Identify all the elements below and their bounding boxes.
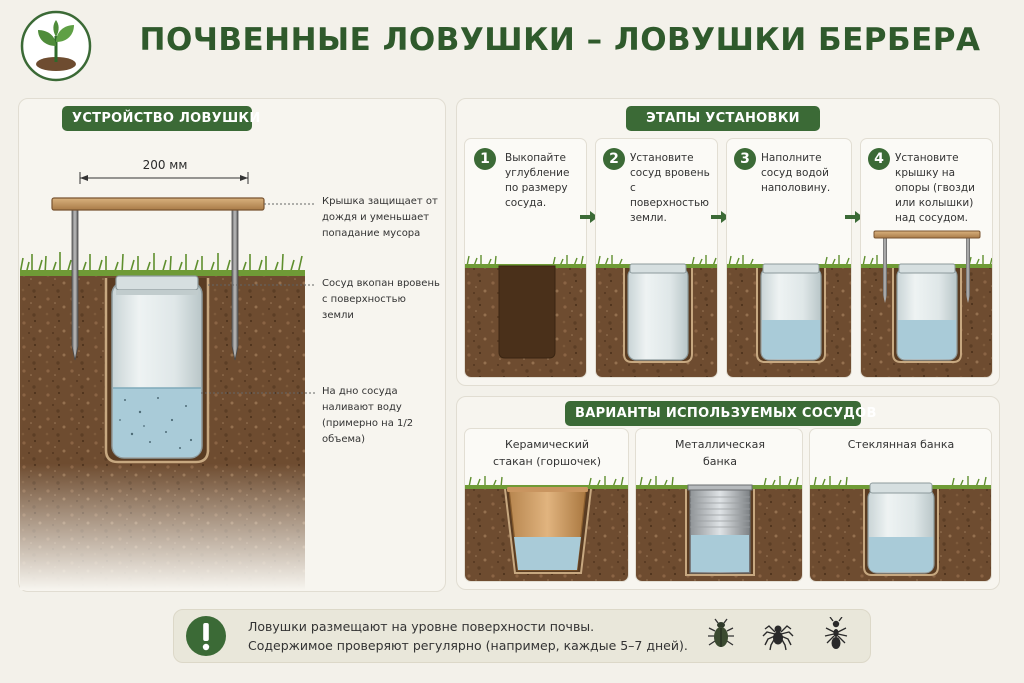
- arrow-right-icon: [580, 211, 598, 223]
- spider-icon: [762, 625, 794, 651]
- variants-title: ВАРИАНТЫ ИСПОЛЬЗУЕМЫХ СОСУДОВ: [565, 401, 876, 426]
- footer-note: [173, 609, 871, 663]
- step-illustration-hole: [465, 255, 586, 377]
- step-number: 4: [868, 148, 890, 170]
- step-text: Установите крышку на опоры (гвозди или к…: [895, 152, 975, 224]
- note-water: На дно сосуда наливают воду (примерно на…: [322, 386, 414, 445]
- ceramic-pot-illustration: [465, 476, 628, 581]
- step-text: Выкопайте углубление по размеру сосуда.: [505, 152, 570, 209]
- device-title: УСТРОЙСТВО ЛОВУШКИ: [62, 106, 260, 131]
- step-number: 2: [603, 148, 625, 170]
- trap-cross-section: [20, 172, 316, 590]
- step-card-4: 4 Установите крышку на опоры (гвозди или…: [860, 138, 993, 378]
- metal-can-illustration: [636, 476, 802, 581]
- step-illustration-vessel: [596, 255, 717, 377]
- plant-logo-icon: [20, 10, 92, 82]
- footer-line-1: Ловушки размещают на уровне поверхности …: [248, 619, 595, 634]
- variant-label: Керамический стакан (горшочек): [492, 438, 602, 468]
- glass-jar-illustration: [810, 476, 991, 581]
- step-text: Установите сосуд вровень с поверхностью …: [630, 152, 710, 224]
- step-card-2: 2 Установите сосуд вровень с поверхность…: [595, 138, 718, 378]
- step-text: Наполните сосуд водой наполовину.: [761, 152, 831, 194]
- step-number: 1: [474, 148, 496, 170]
- note-vessel: Сосуд вкопан вровень с поверхностью земл…: [322, 278, 440, 321]
- dimension-label: 200 мм: [120, 158, 210, 172]
- step-illustration-water: [727, 255, 851, 377]
- variant-label: Металлическая банка: [675, 438, 765, 468]
- variant-label: Стеклянная банка: [847, 438, 955, 451]
- note-lid: Крышка защищает от дождя и уменьшает поп…: [322, 196, 438, 239]
- steps-title: ЭТАПЫ УСТАНОВКИ: [626, 106, 820, 131]
- arrow-right-icon: [845, 211, 863, 223]
- ant-icon: [824, 617, 848, 649]
- step-card-3: 3 Наполните сосуд водой наполовину.: [726, 138, 852, 378]
- step-illustration-lid: [861, 230, 992, 377]
- variant-card-glass: Стеклянная банка: [809, 428, 992, 582]
- arrow-right-icon: [711, 211, 729, 223]
- footer-line-2: Содержимое проверяют регулярно (например…: [248, 638, 688, 653]
- step-number: 3: [734, 148, 756, 170]
- variant-card-metal: Металлическая банка: [635, 428, 803, 582]
- exclamation-icon: [186, 616, 226, 656]
- variant-card-ceramic: Керамический стакан (горшочек): [464, 428, 629, 582]
- beetle-icon: [708, 618, 734, 647]
- step-card-1: 1 Выкопайте углубление по размеру сосуда…: [464, 138, 587, 378]
- page-title: ПОЧВЕННЫЕ ЛОВУШКИ – ЛОВУШКИ БЕРБЕРА: [139, 22, 981, 58]
